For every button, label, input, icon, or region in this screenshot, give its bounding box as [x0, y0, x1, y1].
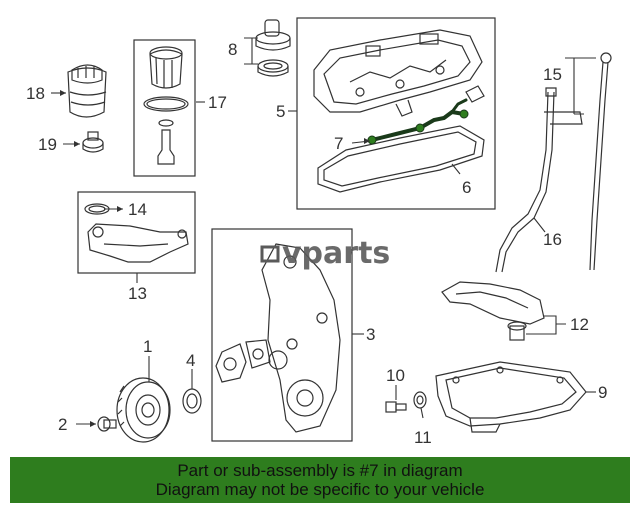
- callout-1: 1: [143, 337, 152, 356]
- callout-9: 9: [598, 383, 607, 402]
- hose-clip-icon: [367, 135, 377, 145]
- drain-plug-part: [82, 131, 104, 153]
- callout-11: 11: [414, 428, 432, 447]
- callout-10: 10: [386, 366, 405, 385]
- callout-13: 13: [128, 284, 147, 303]
- parts-diagram: vparts 18 19 17 8 5 7 6 14 13 15 16 12 3…: [26, 17, 612, 447]
- callout-16: 16: [543, 230, 562, 249]
- callout-15: 15: [543, 65, 562, 84]
- oil-filler-cap-part: [255, 19, 291, 77]
- diagram-notice-banner: Part or sub-assembly is #7 in diagram Di…: [10, 457, 630, 503]
- callout-12: 12: [570, 315, 589, 334]
- banner-line-1: Part or sub-assembly is #7 in diagram: [177, 461, 463, 480]
- callout-2: 2: [58, 415, 67, 434]
- oil-filter-element-part: [143, 46, 189, 165]
- oil-pan-part: [435, 361, 587, 433]
- drain-gasket-part: [413, 391, 427, 409]
- callout-3: 3: [366, 325, 375, 344]
- callout-18: 18: [26, 84, 45, 103]
- callout-5: 5: [276, 102, 285, 121]
- callout-19: 19: [38, 135, 57, 154]
- callout-7: 7: [334, 134, 343, 153]
- dipstick-guide-part: [495, 87, 583, 273]
- callout-6: 6: [462, 178, 471, 197]
- pulley-bolt-part: [97, 416, 117, 432]
- oil-filter-housing-part: [67, 64, 107, 118]
- callout-17: 17: [208, 93, 227, 112]
- timing-chain-cover-part: [215, 243, 341, 433]
- hose-clip-icon: [459, 109, 469, 119]
- pcv-hose-highlighted-part: [370, 98, 468, 142]
- callout-14: 14: [128, 200, 147, 219]
- watermark-logo-icon: [260, 245, 280, 263]
- watermark-text: vparts: [282, 236, 390, 271]
- crankshaft-pulley-part: [116, 377, 171, 443]
- oil-pan-drain-bolt-part: [385, 401, 407, 413]
- dipstick-part: [589, 52, 612, 271]
- callout-4: 4: [186, 351, 195, 370]
- crankshaft-seal-part: [182, 388, 202, 414]
- hose-clip-icon: [415, 123, 425, 133]
- banner-line-2: Diagram may not be specific to your vehi…: [155, 480, 485, 499]
- oil-baffle-part: [441, 281, 545, 341]
- callout-8: 8: [228, 40, 237, 59]
- valve-cover-gasket-part: [317, 125, 485, 193]
- valve-cover-part: [313, 29, 485, 117]
